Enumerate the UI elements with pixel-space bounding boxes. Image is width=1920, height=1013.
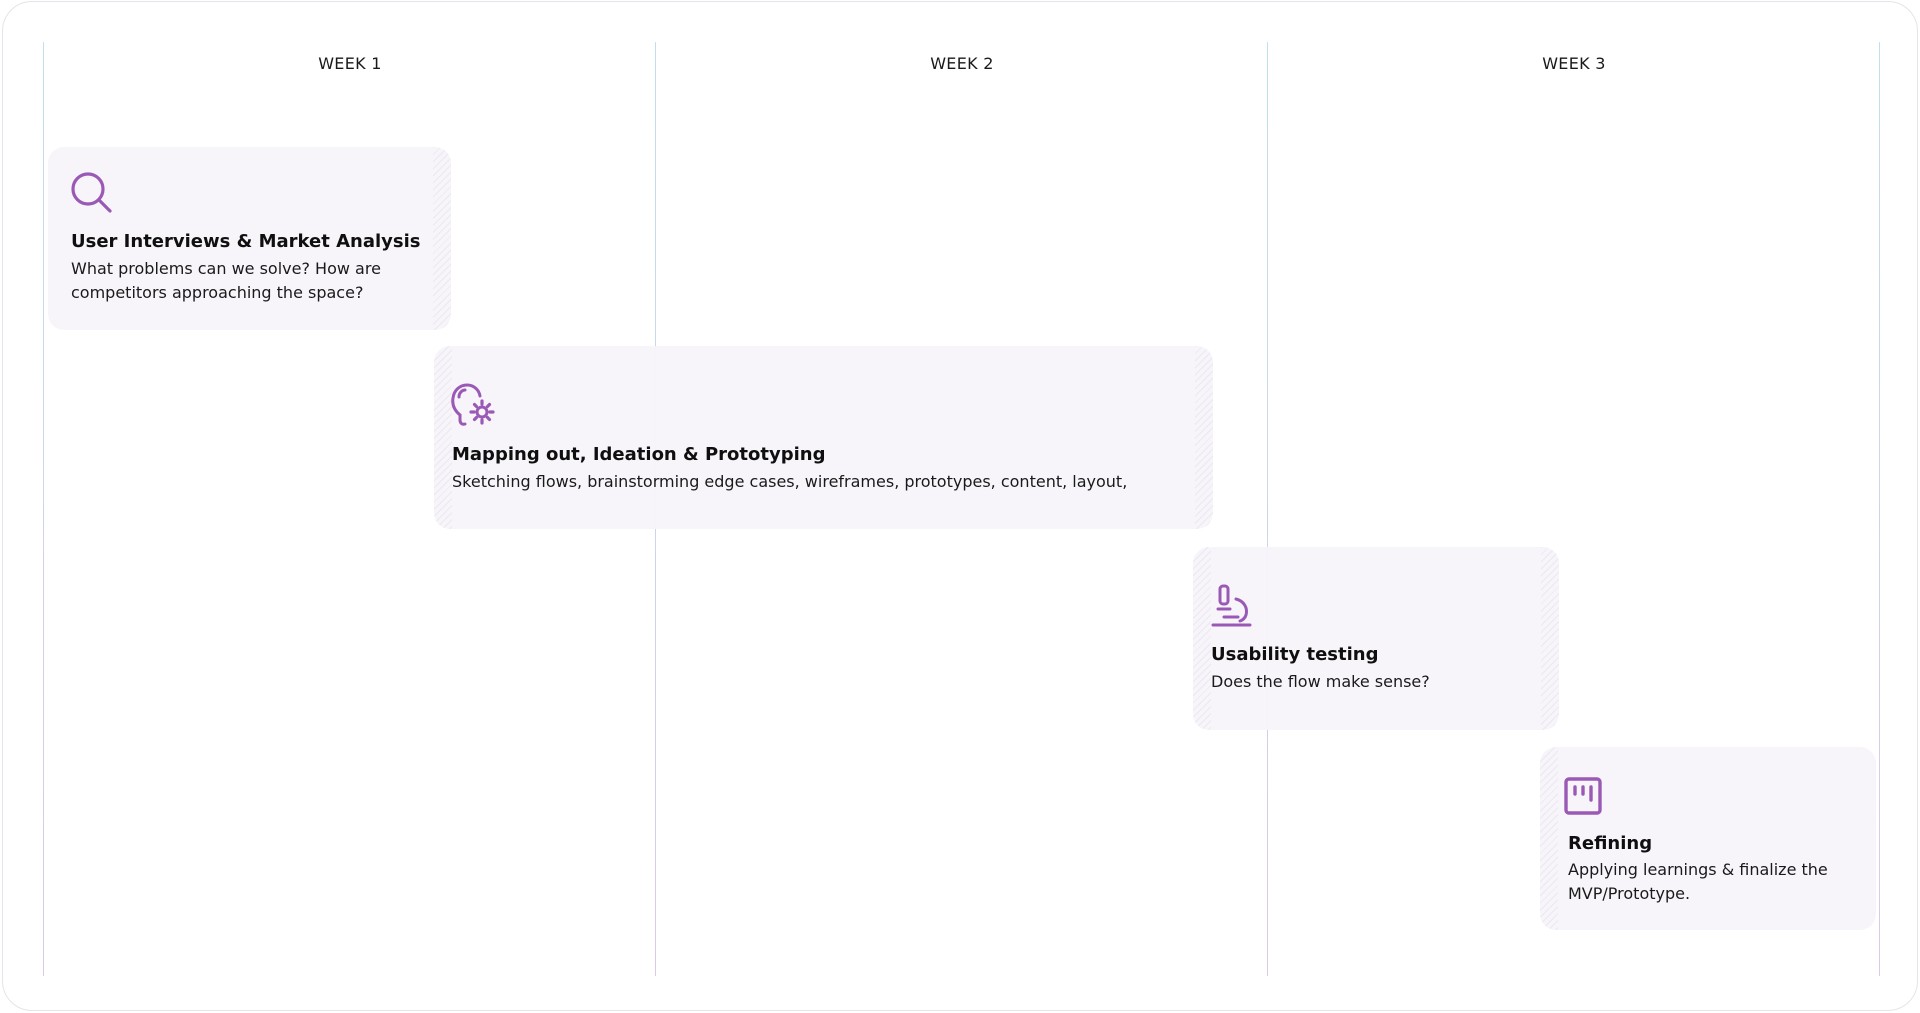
phase-description: Sketching flows, brainstorming edge case…	[452, 472, 1128, 491]
phase-title: Usability testing	[1211, 644, 1379, 665]
column-divider	[1879, 42, 1880, 976]
lightbulb-gear-icon	[450, 382, 496, 428]
microscope-icon	[1208, 583, 1254, 629]
phase-description: Does the flow make sense?	[1211, 672, 1430, 691]
kanban-board-icon	[1562, 775, 1608, 821]
week-header-1: WEEK 1	[318, 54, 382, 73]
card-hatch	[1195, 346, 1213, 529]
phase-card-usability-testing: Usability testing Does the flow make sen…	[1193, 547, 1559, 730]
column-divider	[1267, 42, 1268, 976]
phase-card-refining: Refining Applying learnings & finalize t…	[1540, 747, 1876, 930]
phase-description: What problems can we solve? How are comp…	[71, 259, 381, 302]
search-icon	[69, 170, 115, 216]
phase-card-ideation: Mapping out, Ideation & Prototyping Sket…	[434, 346, 1213, 529]
card-hatch	[433, 147, 451, 330]
week-header-2: WEEK 2	[930, 54, 994, 73]
phase-title: Mapping out, Ideation & Prototyping	[452, 444, 826, 465]
phase-description: Applying learnings & finalize the MVP/Pr…	[1568, 860, 1828, 903]
card-hatch	[1541, 547, 1559, 730]
phase-title: Refining	[1568, 833, 1653, 854]
card-hatch	[1193, 547, 1211, 730]
phase-title: User Interviews & Market Analysis	[71, 231, 421, 252]
phase-card-user-interviews: User Interviews & Market Analysis What p…	[48, 147, 451, 330]
card-hatch	[434, 346, 452, 529]
column-divider	[43, 42, 44, 976]
card-hatch	[1540, 747, 1558, 930]
week-header-3: WEEK 3	[1542, 54, 1606, 73]
